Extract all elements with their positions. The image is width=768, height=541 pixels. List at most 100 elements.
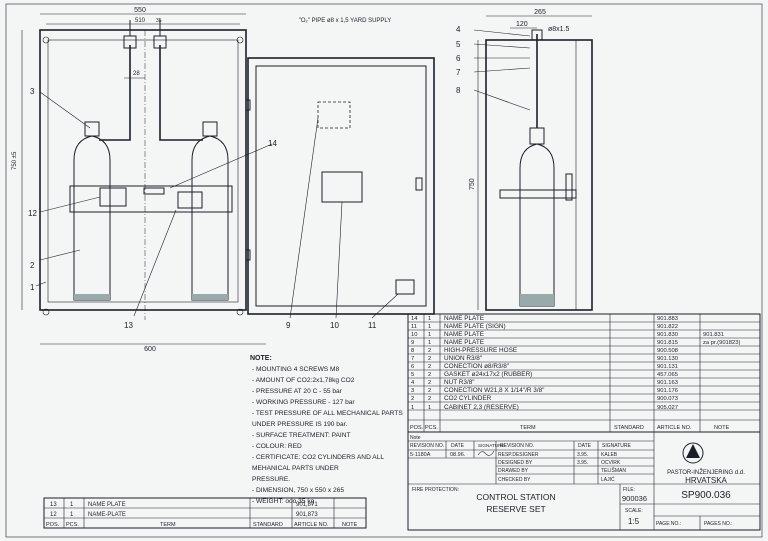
parts-cell-term: CABINET 2,3 (RESERVE) (444, 404, 519, 411)
cylinder-base-left (74, 294, 110, 300)
balloon-4: 4 (456, 25, 461, 34)
balloon-8: 8 (456, 86, 461, 95)
notes-heading: NOTE: (250, 355, 272, 362)
hdr-std: STANDARD (253, 522, 283, 528)
door-hinge (245, 99, 251, 111)
parts-cell-art: 901.815 (657, 340, 678, 346)
dim-120: 120 (516, 21, 528, 28)
dim-pipe: ø8x1.5 (548, 26, 570, 33)
parts-cell-pos: 9 (411, 340, 414, 346)
parts-cell-pos: 1 (411, 405, 414, 411)
note-line: - WEIGHT: ooo 35 kg (252, 498, 315, 505)
dim-600: 600 (144, 346, 156, 353)
parts-cell-term: NUT R3/8" (444, 379, 475, 386)
title-block: Note REVISION NO. DATE SIGNATURE REVISIO… (407, 431, 761, 531)
name-plate-13 (177, 191, 203, 209)
mounting-hole (236, 308, 244, 316)
parts-cell-art: 901.130 (657, 356, 678, 362)
hdr-term: TERM (160, 522, 176, 528)
rev-no-label-2: REVISION NO. (500, 443, 534, 449)
door-inner (255, 65, 427, 307)
balloon-numbers: 3 12 2 1 14 13 9 10 11 4 5 6 7 8 (28, 25, 461, 330)
note-line: - DIMENSION, 750 x 550 x 265 (252, 487, 344, 494)
page-no-label: PAGE NO.: (656, 521, 681, 527)
parts-cell-pos: 7 (411, 356, 414, 362)
parts-cell-pcs: 2 (428, 396, 431, 402)
hdr-art: ARTICLE NO. (294, 522, 329, 528)
mounting-hole (42, 36, 50, 44)
signature-label: SIGNATURE (478, 443, 504, 448)
door-hinge (245, 249, 251, 261)
hdr-note: NOTE (342, 522, 358, 528)
parts-cell-note: 901.831 (703, 332, 724, 338)
hdr-term: TERM (520, 425, 536, 431)
rev-date: 08.96. (450, 452, 466, 458)
company-logo (682, 442, 704, 464)
rev-value: 5-1180A (410, 452, 431, 458)
drawing-number: SP900.036 (681, 490, 731, 501)
parts-cell-pcs: 2 (428, 364, 431, 370)
parts-cell-term: NAME PLATE (444, 331, 484, 338)
parts-cell-term: GASKET ø24x17x2 (RUBBER) (444, 371, 532, 378)
drawing-title-2: RESERVE SET (486, 504, 545, 514)
checked-by-label: CHECKED BY (498, 477, 531, 483)
note-line: - AMOUNT OF CO2:2x1,78kg CO2 (252, 377, 355, 384)
valve-left (84, 121, 100, 137)
note-line: - CERTIFICATE: CO2 CYLINDERS AND ALL (252, 454, 384, 461)
parts-cell-pcs: 1 (428, 405, 431, 411)
hose-left (99, 45, 131, 141)
sheet-border (5, 3, 763, 538)
parts-cell-pcs: 2 (428, 388, 431, 394)
parts-cell-pcs: 2 (428, 356, 431, 362)
balloon-2: 2 (30, 261, 35, 270)
parts-cell-note: za pr.(901823) (703, 340, 740, 346)
side-bracket (499, 189, 577, 199)
leader-lines (35, 29, 531, 319)
cell-art: 901,873 (296, 512, 318, 518)
hdr-pcs: PCS. (425, 425, 438, 431)
cell-pcs: 1 (70, 502, 74, 508)
date-label-2: DATE (578, 443, 592, 449)
hdr-art: ARTICLE NO. (657, 425, 692, 431)
cell-art: 901,871 (296, 502, 318, 508)
parts-cell-art: 901.830 (657, 332, 678, 338)
parts-cell-art: 905.027 (657, 405, 678, 411)
dim-35: 35 (156, 18, 162, 24)
parts-cell-pos: 6 (411, 364, 414, 370)
parts-cell-term: NAME PLATE (444, 315, 484, 322)
hdr-pcs: PCS. (66, 522, 79, 528)
mounting-hole (42, 308, 50, 316)
parts-cell-art: 457.065 (657, 372, 678, 378)
parts-cell-term: CO2 CYLINDER (444, 395, 492, 402)
dim-750-side: 750 (469, 178, 476, 190)
company-name: PASTOR-INŽENJERING d.d. (667, 468, 745, 476)
balloon-1: 1 (30, 283, 35, 292)
front-view: 550 510 35 28 600 750 ±5 (12, 7, 266, 353)
cylinder-bracket (69, 185, 233, 213)
note-line: - MOUNTING 4 SCREWS M8 (252, 366, 340, 373)
parts-cell-art: 901.883 (657, 316, 678, 322)
parts-cell-pcs: 2 (428, 348, 431, 354)
mounting-hole (236, 36, 244, 44)
parts-cell-pcs: 1 (428, 324, 431, 330)
name-lajic: LAJIĆ (601, 476, 615, 483)
door-outline (247, 57, 435, 315)
parts-cell-art: 900.508 (657, 348, 678, 354)
parts-cell-pcs: 2 (428, 372, 431, 378)
hose-right (159, 45, 203, 141)
left-parts-table: 13 1 NAME PLATE 901,871 12 1 NAME-PLATE … (43, 497, 367, 529)
balloon-11: 11 (368, 321, 377, 330)
parts-table-row-lines (408, 321, 760, 421)
parts-cell-art: 901.822 (657, 324, 678, 330)
parts-cell-pos: 3 (411, 388, 414, 394)
note-line: - PRESSURE AT 20 C - 55 bar (252, 388, 343, 395)
dim-510: 510 (135, 18, 146, 24)
note-line: - TEST PRESSURE OF ALL MECHANICAL PARTS (252, 410, 403, 417)
cell-term: NAME-PLATE (88, 512, 126, 518)
fire-protection-label: FIRE PROTECTION: (412, 487, 459, 493)
pipe-supply-note: "O₂" PIPE ø8 x 1,5 YARD SUPPLY (299, 18, 392, 24)
notes-block: NOTE: - MOUNTING 4 SCREWS M8 - AMOUNT OF… (250, 355, 403, 505)
